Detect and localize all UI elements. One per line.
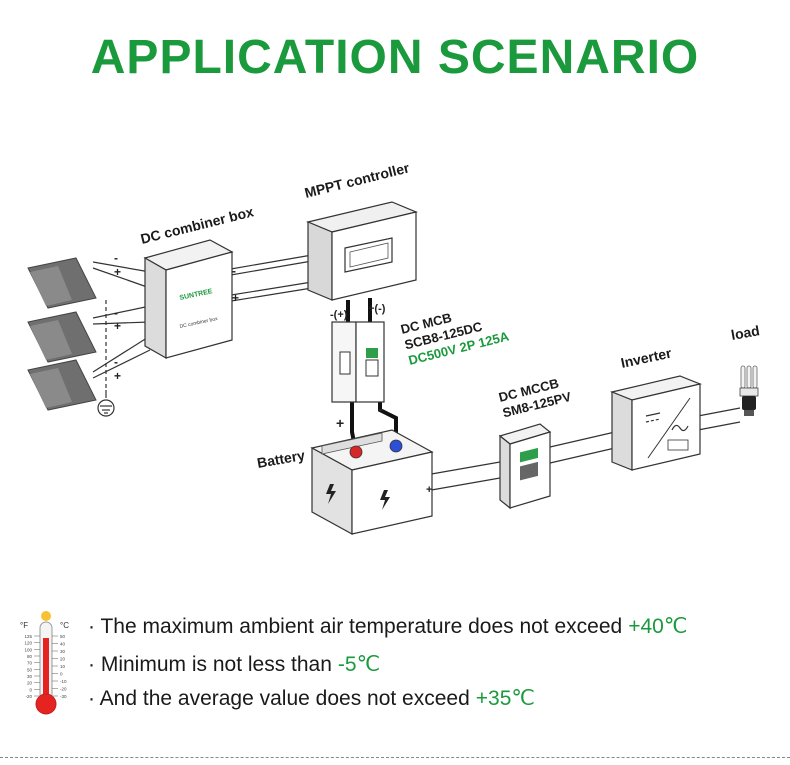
battery-label: Battery <box>256 447 306 471</box>
svg-text:-: - <box>114 355 118 369</box>
mcb-terminal-plus-minus: +(-) <box>368 303 386 315</box>
wiring <box>92 254 741 493</box>
thermometer-unit-c: °C <box>60 621 69 630</box>
thermometer-f-tick-label: 0 <box>29 687 32 692</box>
dc-mccb-label: DC MCCB SM8-125PV <box>497 376 573 421</box>
battery <box>310 429 434 536</box>
svg-text:+: + <box>114 265 121 279</box>
svg-text:+: + <box>336 415 344 431</box>
solar-panel-2 <box>27 311 97 363</box>
inverter-label: Inverter <box>619 344 673 370</box>
condition-value: +40℃ <box>628 615 688 638</box>
thermometer-c-scale: 50 40 30 20 10 0 -10 -20 -30 <box>52 634 67 699</box>
thermometer-c-tick-label: 40 <box>60 642 66 647</box>
mppt-controller <box>306 201 418 301</box>
mppt-controller-label: MPPT controller <box>303 159 412 201</box>
system-wiring-diagram: SUNTREE DC combiner box DC combiner box … <box>27 159 761 536</box>
svg-text:-: - <box>114 306 118 320</box>
thermometer-f-tick-label: 100 <box>24 647 32 652</box>
thermometer-liquid <box>43 638 49 704</box>
thermometer-f-tick-label: 70 <box>27 661 33 666</box>
svg-text:+: + <box>114 369 121 383</box>
ac-wave-icon <box>671 424 689 432</box>
solar-panel-array <box>27 257 97 411</box>
thermometer-c-tick-label: -10 <box>60 679 67 684</box>
bottom-divider <box>0 757 790 758</box>
battery-negative-terminal <box>389 439 403 453</box>
thermometer-f-tick-label: 80 <box>27 654 33 659</box>
condition-value: +35℃ <box>475 687 535 710</box>
thermometer-f-tick-label: -20 <box>25 694 32 699</box>
thermometer-f-tick-label: 50 <box>27 667 33 672</box>
condition-text: · And the average value does not exceed <box>88 687 470 710</box>
svg-text:+: + <box>114 319 121 333</box>
thermometer-bulb <box>35 693 57 715</box>
thermometer-c-tick-label: 0 <box>60 672 63 677</box>
page-title: APPLICATION SCENARIO <box>90 31 700 84</box>
solar-panel-3 <box>27 359 97 411</box>
battery-bolt-icon <box>380 490 390 510</box>
condition-text: · Minimum is not less than <box>88 653 332 676</box>
thermometer-c-tick-label: -30 <box>60 694 67 699</box>
thermometer-c-tick-label: 30 <box>60 649 66 654</box>
svg-text:-: - <box>114 251 118 265</box>
svg-text:-: - <box>232 264 236 278</box>
svg-text:-: - <box>378 401 383 418</box>
thermometer-f-tick-label: 30 <box>27 674 33 679</box>
dc-mccb <box>498 423 552 510</box>
condition-text: · The maximum ambient air temperature do… <box>88 615 623 638</box>
battery-positive-terminal <box>349 445 363 459</box>
thermometer-f-tick-label: 120 <box>24 641 32 646</box>
solar-panel-1 <box>27 257 97 309</box>
thermometer-c-tick-label: -20 <box>60 687 67 692</box>
thermometer-unit-f: °F <box>20 621 28 630</box>
condition-value: -5℃ <box>337 653 381 676</box>
load-label: load <box>730 322 761 343</box>
ground-icon <box>97 399 115 417</box>
svg-text:+: + <box>426 484 432 496</box>
thermometer-c-tick-label: 50 <box>60 634 66 639</box>
mcb-terminal-minus-plus: -(+) <box>330 309 348 321</box>
thermometer-sun-icon <box>41 611 51 621</box>
load-bulb-icon <box>739 365 759 416</box>
dc-combiner-box-label: DC combiner box <box>139 203 256 247</box>
battery-bolt-icon <box>326 484 336 504</box>
thermometer-f-tick-label: 125 <box>24 634 32 639</box>
condition-max-temperature: · The maximum ambient air temperature do… <box>88 614 687 639</box>
polarity-signs: - + - + - + - + + - + <box>114 251 432 496</box>
dc-mcb-label: DC MCB SCB8-125DC DC500V 2P 125A <box>399 310 511 368</box>
inverter <box>610 375 702 471</box>
condition-average-temperature: · And the average value does not exceed+… <box>88 686 535 711</box>
thermometer-c-tick-label: 10 <box>60 664 66 669</box>
svg-text:+: + <box>232 291 239 305</box>
dc-mcb <box>331 321 385 403</box>
dc-symbol-icon <box>645 412 661 417</box>
thermometer-c-tick-label: 20 <box>60 657 66 662</box>
dc-combiner-box: SUNTREE DC combiner box <box>143 239 234 360</box>
condition-min-temperature: · Minimum is not less than-5℃ <box>88 652 380 677</box>
thermometer-f-tick-label: 20 <box>27 681 33 686</box>
